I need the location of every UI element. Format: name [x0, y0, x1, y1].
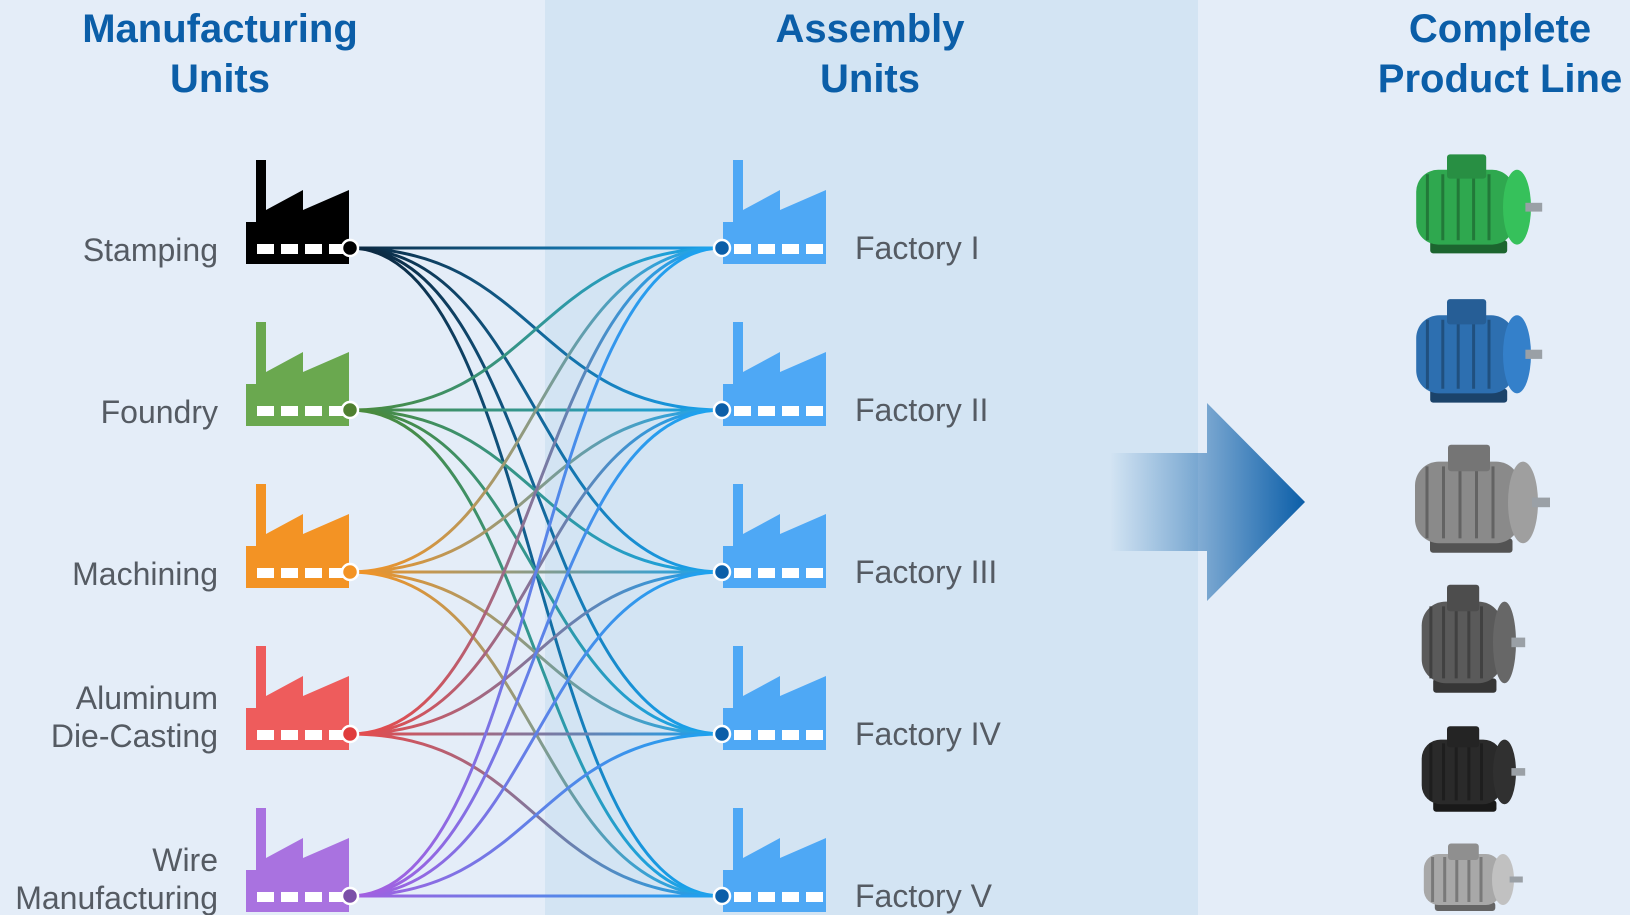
manufacturing-label-stamping: Stamping: [83, 231, 218, 269]
assembly-label-f2: Factory II: [855, 392, 989, 428]
assembly-title-line2: Units: [820, 57, 920, 101]
link-wire-f4: [349, 732, 723, 898]
manufacturing-factory-icons: [246, 160, 349, 912]
manufacturing-label-line: Stamping: [82, 232, 218, 268]
assembly-column-background: [545, 0, 1198, 915]
factory-icon-foundry: [246, 322, 349, 426]
link-foundry-f1: [349, 246, 723, 412]
factory-icon-f2: [723, 322, 826, 426]
manufacturing-label-line: Die-Casting: [50, 718, 218, 754]
assembly-label-f1: Factory I: [855, 230, 980, 266]
link-wire-f1: [349, 246, 723, 898]
product-line-title-line1: Complete: [1408, 7, 1592, 51]
link-machining-f1: [349, 246, 723, 574]
link-wire-f2: [349, 408, 723, 898]
factory-icon-stamping: [246, 160, 349, 264]
target-dot-f4: [712, 724, 732, 744]
assembly-label-f5: Factory V: [855, 878, 992, 914]
product-line-title-line2: Product Line: [1377, 57, 1623, 101]
target-dot-f2: [712, 400, 732, 420]
link-wire-f3: [349, 570, 723, 898]
source-dot-aluminum: [340, 724, 360, 744]
manufacturing-label-foundry: Foundry: [101, 393, 218, 431]
manufacturing-label-line: Aluminum: [75, 680, 218, 716]
manufacturing-column-background: [0, 0, 545, 915]
manufacturing-label-line: Machining: [72, 556, 218, 592]
flow-arrow: [1110, 403, 1305, 601]
manufacturing-label-line: Manufacturing: [15, 880, 218, 915]
factory-icon-f1: [723, 160, 826, 264]
source-dot-foundry: [340, 400, 360, 420]
connection-dots: [340, 238, 732, 906]
target-dot-f5: [712, 886, 732, 906]
manufacturing-title-line2: Units: [170, 57, 270, 101]
green-motor-icon: [1416, 154, 1543, 254]
blue-motor-icon: [1416, 299, 1543, 403]
manufacturing-title-line1: Manufacturing: [82, 7, 358, 51]
product-line-title: Complete Product Line: [1350, 4, 1630, 104]
factory-icon-wire: [246, 808, 349, 912]
assembly-label-f3: Factory III: [855, 554, 998, 590]
manufacturing-label-line: Wire: [152, 842, 218, 878]
factory-icon-f4: [723, 646, 826, 750]
product-images: [1415, 154, 1550, 911]
target-dot-f3: [712, 562, 732, 582]
manufacturing-label-line: Foundry: [100, 394, 218, 430]
dark-motor-icon: [1421, 584, 1526, 693]
product-column-background: [1198, 0, 1630, 915]
link-aluminum-f1: [349, 246, 723, 736]
right-arrow-icon: [1110, 403, 1305, 601]
assembly-title-line1: Assembly: [775, 7, 965, 51]
manufacturing-title: Manufacturing Units: [55, 4, 385, 104]
factory-icon-f5: [723, 808, 826, 912]
source-dot-wire: [340, 886, 360, 906]
assembly-label-f4: Factory IV: [855, 716, 1001, 752]
assembly-factory-icons: [723, 160, 826, 912]
gray-motor-large-icon: [1415, 444, 1550, 553]
factory-icon-machining: [246, 484, 349, 588]
connection-lines: [349, 246, 723, 898]
source-dot-machining: [340, 562, 360, 582]
target-dot-f1: [712, 238, 732, 258]
assembly-title: Assembly Units: [705, 4, 1035, 104]
black-motor-small-icon: [1421, 726, 1526, 812]
manufacturing-label-machining: Machining: [72, 555, 218, 593]
silver-motor-icon: [1423, 843, 1523, 911]
source-dot-stamping: [340, 238, 360, 258]
factory-icon-f3: [723, 484, 826, 588]
factory-icon-aluminum: [246, 646, 349, 750]
